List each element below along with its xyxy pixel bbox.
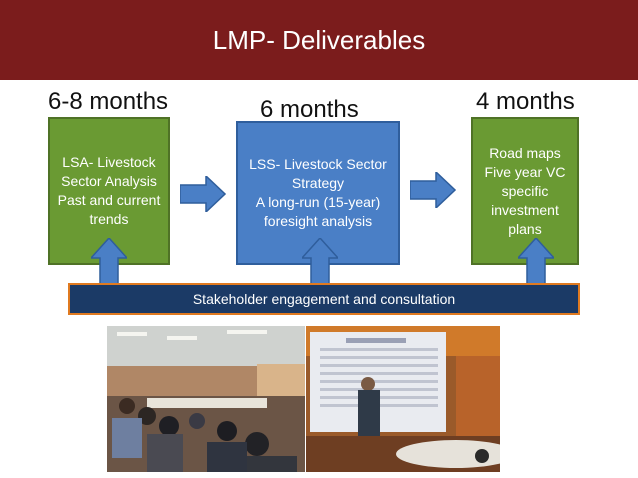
stage-1-line-1: LSA- Livestock [62, 154, 156, 170]
stage-3-line-5: plans [508, 220, 542, 237]
stage-2-line-2: Strategy [291, 175, 345, 191]
slide-title: LMP- Deliverables [212, 24, 426, 55]
stage-1-line-3: Past and current [57, 192, 161, 208]
stage-box-roadmaps: Road maps Five year VC specific investme… [471, 117, 579, 265]
stage-2-line-4: foresight analysis [263, 213, 373, 229]
up-arrow-icon [91, 238, 127, 284]
right-arrow-icon [410, 172, 456, 208]
stage-2-line-3: A long-run (15-year) [255, 194, 381, 210]
duration-stage-2: 6 months [260, 96, 359, 123]
right-arrow-icon [180, 176, 226, 212]
duration-stage-3: 4 months [476, 88, 575, 115]
title-bar: LMP- Deliverables [0, 0, 638, 80]
stakeholder-banner-text: Stakeholder engagement and consultation [192, 291, 456, 307]
stage-3-line-3: specific [501, 182, 549, 199]
up-arrow-icon [518, 238, 554, 284]
photo-presentation [306, 326, 500, 472]
stage-3-line-2: Five year VC [484, 163, 566, 180]
stakeholder-banner: Stakeholder engagement and consultation [68, 283, 580, 315]
stage-3-line-1: Road maps [489, 144, 561, 161]
stage-2-line-1: LSS- Livestock Sector [249, 156, 387, 172]
duration-stage-1: 6-8 months [48, 88, 169, 115]
stage-1-line-4: trends [89, 211, 129, 227]
stage-1-line-2: Sector Analysis [61, 173, 157, 189]
photo-conference-room [107, 326, 305, 472]
stage-3-line-4: investment [491, 201, 559, 218]
up-arrow-icon [302, 238, 338, 284]
